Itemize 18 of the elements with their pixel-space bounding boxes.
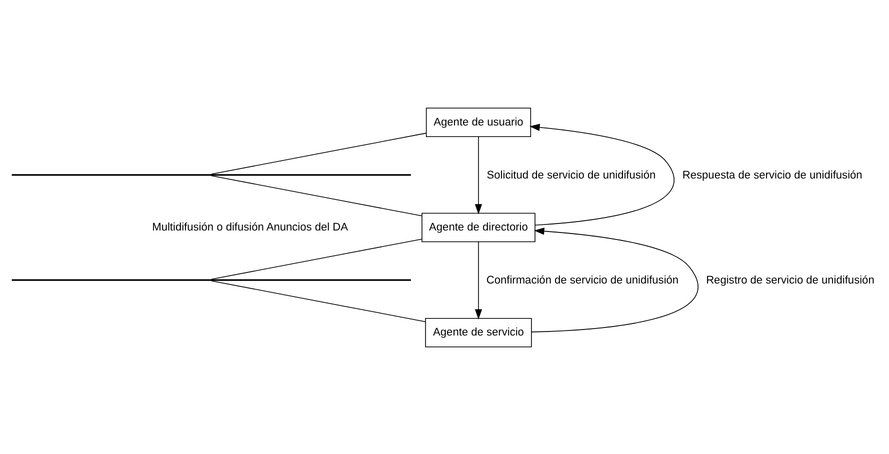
node-bar bbox=[12, 174, 411, 176]
node-box: Agente de usuario bbox=[426, 107, 532, 137]
arrow bbox=[531, 227, 698, 332]
edge-label: Registro de servicio de unidifusión bbox=[706, 274, 874, 286]
arrow bbox=[474, 240, 482, 319]
connector bbox=[211, 280, 426, 322]
node-box: Agente de directorio bbox=[422, 212, 536, 242]
edge-label: Confirmación de servicio de unidifusión bbox=[486, 274, 679, 286]
connector bbox=[211, 238, 422, 280]
label: Multidifusión o difusión Anuncios del DA bbox=[152, 220, 348, 233]
connector bbox=[211, 132, 426, 174]
edge-label: Solicitud de servicio de unidifusión bbox=[486, 168, 656, 181]
node-box: Agente de servicio bbox=[425, 318, 532, 347]
connector bbox=[211, 174, 422, 216]
arrow bbox=[474, 136, 482, 214]
node-bar bbox=[12, 278, 411, 280]
arrow bbox=[529, 123, 674, 226]
edge-label: Respuesta de servicio de unidifusión bbox=[682, 168, 862, 181]
